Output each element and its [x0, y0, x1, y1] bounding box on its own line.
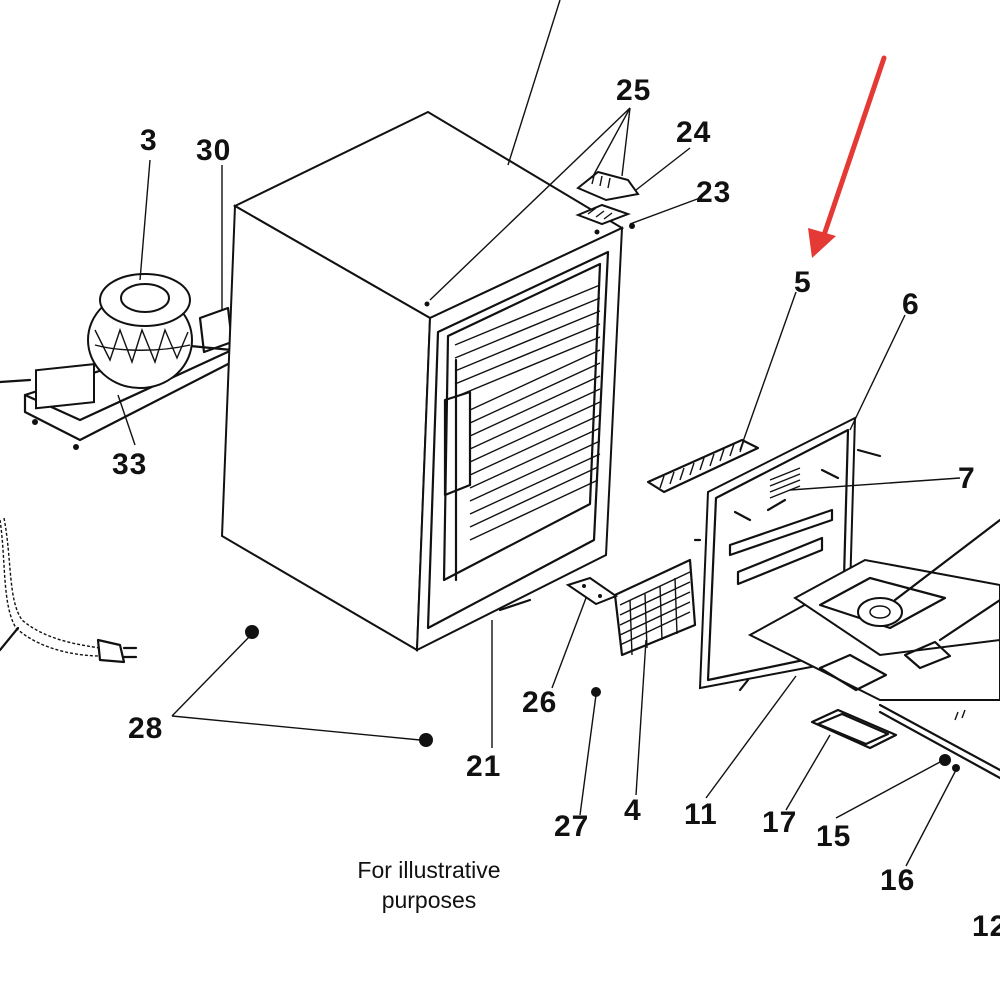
callout-labels: 3 30 33 25 24 23 5 6 7 28 21 26 27 4 11 … — [112, 74, 1000, 943]
callout-26: 26 — [522, 686, 557, 719]
callout-33: 33 — [112, 448, 147, 481]
callout-25: 25 — [616, 74, 651, 107]
callout-28: 28 — [128, 712, 163, 745]
callout-6: 6 — [902, 288, 920, 321]
compressor-assembly — [0, 273, 234, 450]
door-gasket — [646, 438, 760, 494]
callout-7: 7 — [958, 462, 976, 495]
caption-line-1: For illustrative — [357, 857, 500, 883]
caption: For illustrative purposes — [357, 857, 500, 913]
top-hinge-parts — [575, 170, 640, 229]
callout-3: 3 — [140, 124, 158, 157]
callout-23: 23 — [696, 176, 731, 209]
thermostat-block — [613, 558, 697, 657]
callout-30: 30 — [196, 134, 231, 167]
refrigerator-cabinet — [220, 110, 625, 652]
highlight-arrow — [808, 55, 887, 258]
hinge-bracket — [565, 576, 619, 606]
callout-4: 4 — [624, 794, 642, 827]
callout-11: 11 — [684, 798, 718, 831]
callout-17: 17 — [762, 806, 797, 839]
caption-line-2: purposes — [382, 887, 477, 913]
leader-lines — [117, 0, 961, 867]
control-tray-assembly — [747, 518, 1000, 780]
callout-21: 21 — [466, 750, 501, 783]
callout-15: 15 — [816, 820, 851, 853]
callout-5: 5 — [794, 266, 812, 299]
callout-24: 24 — [676, 116, 711, 149]
callout-27: 27 — [554, 810, 589, 843]
callout-16: 16 — [880, 864, 915, 897]
callout-12: 12 — [972, 910, 1000, 943]
power-cord — [0, 517, 138, 664]
screws — [245, 625, 601, 747]
